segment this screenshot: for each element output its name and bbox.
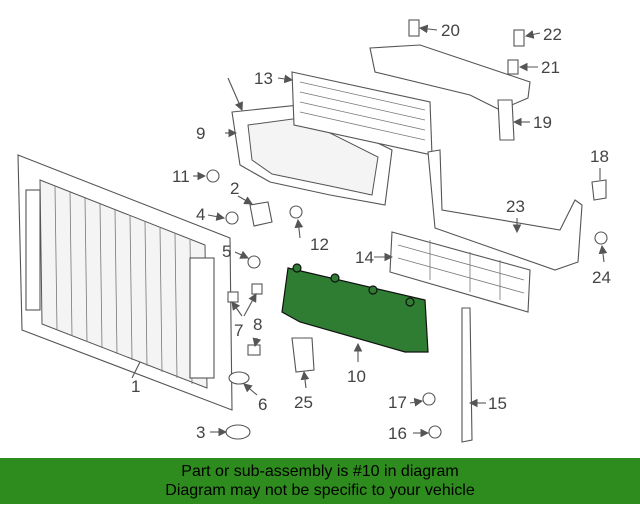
callout-10: 10 (347, 367, 366, 386)
callout-8: 8 (253, 315, 262, 334)
callout-5: 5 (222, 242, 231, 261)
banner-line-2: Diagram may not be specific to your vehi… (165, 482, 475, 499)
leader-lines (131, 24, 608, 438)
callout-17: 17 (388, 393, 407, 412)
callout-18: 18 (590, 147, 609, 166)
support-assembly (427, 149, 583, 271)
radiator (17, 154, 233, 411)
fasteners (206, 19, 608, 440)
callout-23: 23 (506, 197, 525, 216)
lower-deflector-highlighted (281, 263, 429, 353)
bracket-25 (291, 337, 315, 373)
callout-9: 9 (196, 124, 205, 143)
callout-11: 11 (172, 167, 190, 186)
banner-line-1: Part or sub-assembly is #10 in diagram (181, 463, 459, 480)
callout-19: 19 (533, 113, 552, 132)
upper-tie-bar (369, 44, 531, 141)
callout-15: 15 (488, 394, 507, 413)
callout-2: 2 (230, 179, 239, 198)
parts-diagram: 1 2 3 4 5 6 7 8 9 10 11 12 13 14 15 16 1… (17, 19, 611, 443)
callout-21: 21 (541, 58, 560, 77)
callout-1: 1 (131, 377, 140, 396)
info-banner: Part or sub-assembly is #10 in diagram D… (0, 458, 640, 504)
callout-labels: 1 2 3 4 5 6 7 8 9 10 11 12 13 14 15 16 1… (131, 21, 611, 443)
callout-12: 12 (310, 235, 329, 254)
callout-16: 16 (388, 424, 407, 443)
callout-24: 24 (592, 268, 611, 287)
callout-13: 13 (254, 69, 273, 88)
callout-6: 6 (258, 395, 267, 414)
callout-3: 3 (196, 423, 205, 442)
callout-7: 7 (234, 321, 243, 340)
callout-20: 20 (441, 21, 460, 40)
callout-14: 14 (355, 248, 374, 267)
callout-25: 25 (294, 393, 313, 412)
callout-4: 4 (196, 205, 205, 224)
side-bracket (461, 307, 473, 443)
callout-22: 22 (543, 25, 562, 44)
